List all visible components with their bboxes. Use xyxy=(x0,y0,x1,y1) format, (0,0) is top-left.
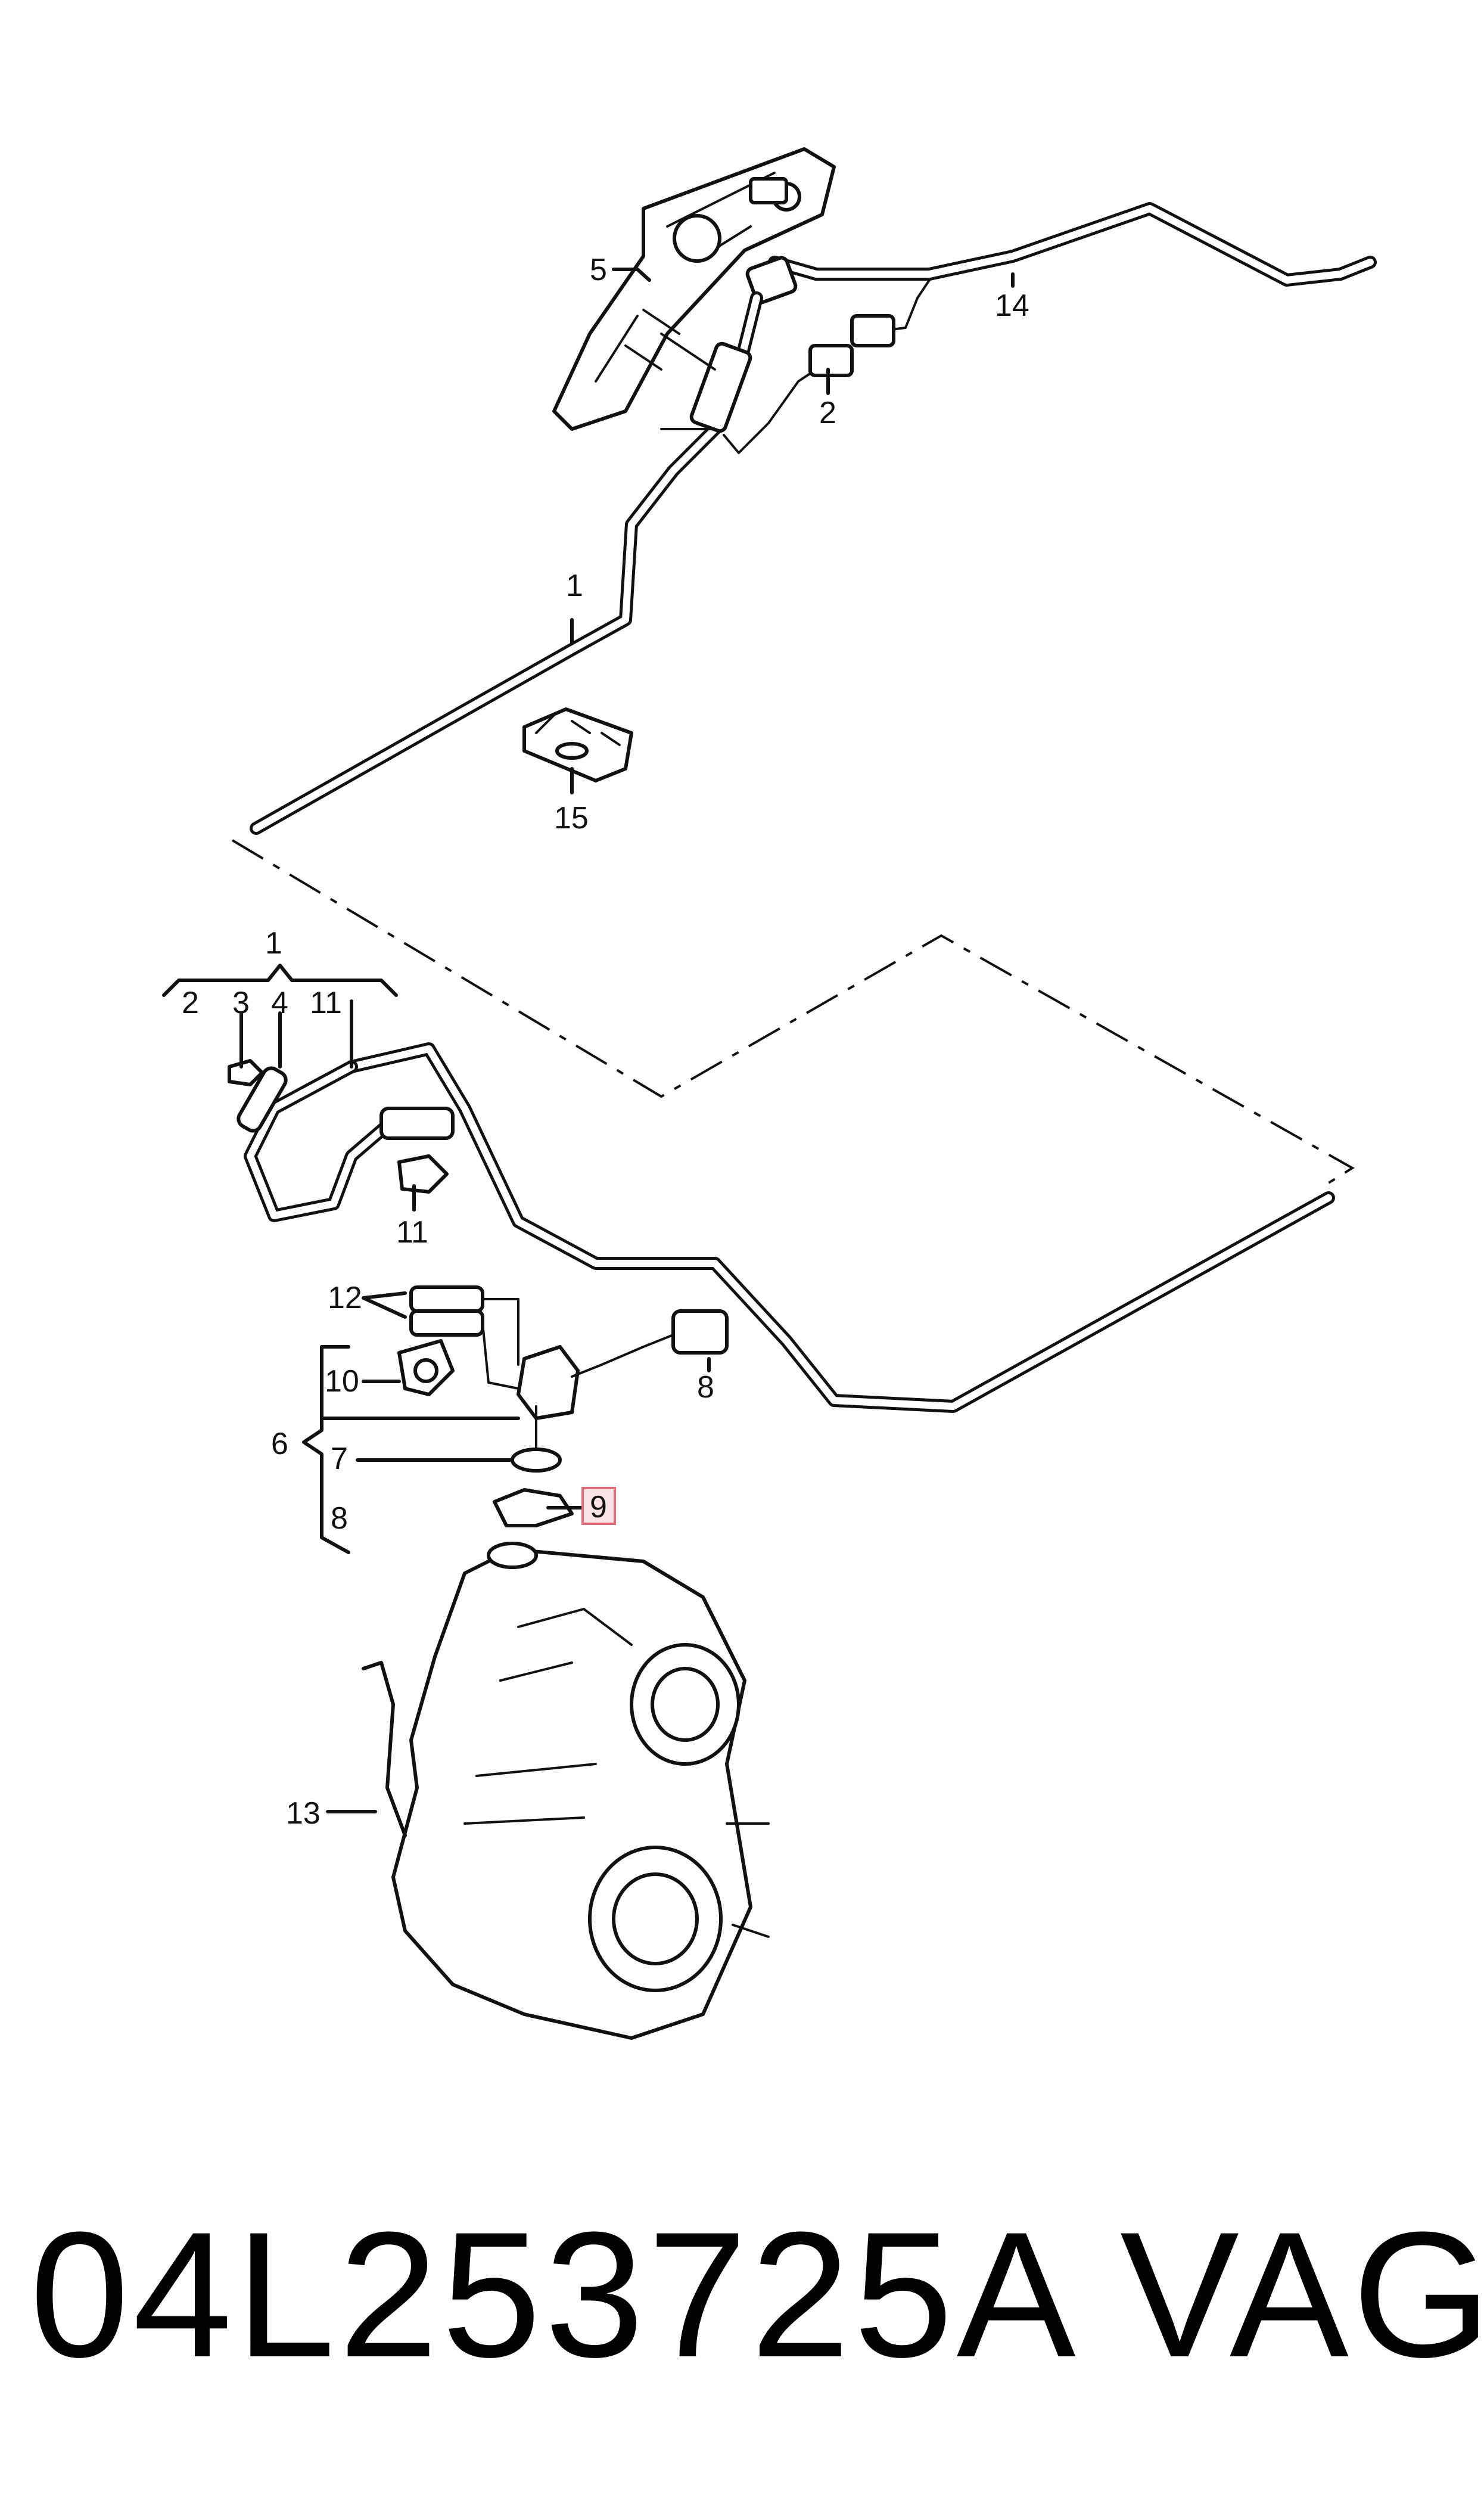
clip-11 xyxy=(397,1154,449,1194)
part-number-footer: 04L253725A VAG xyxy=(30,2194,1484,2443)
callout-6: 6 xyxy=(271,1427,288,1461)
callout-15: 15 xyxy=(554,801,589,835)
callout-14: 14 xyxy=(995,288,1029,323)
clip-15 xyxy=(522,707,633,782)
callout-8: 8 xyxy=(697,1370,714,1405)
sensor-hose-top xyxy=(250,202,1377,835)
callout-7: 7 xyxy=(331,1442,348,1476)
clamp-10 xyxy=(397,1339,455,1396)
hose-assembly-lower xyxy=(244,1042,1335,1413)
part-number: 04L253725A xyxy=(30,2194,1079,2394)
callout-9: 9 xyxy=(590,1490,607,1524)
small-parts-3-4 xyxy=(228,1059,288,1133)
leaders-top xyxy=(570,268,1015,794)
accelerator-pedal xyxy=(552,147,836,431)
callout-11-group: 11 xyxy=(310,986,342,1020)
callout-4: 4 xyxy=(271,986,288,1020)
seal-7 xyxy=(511,1448,562,1473)
clamp-9 xyxy=(493,1488,574,1527)
callout-1-group: 1 xyxy=(265,926,282,961)
callout-10: 10 xyxy=(325,1364,359,1399)
callout-1-top: 1 xyxy=(566,569,583,603)
callout-11: 11 xyxy=(396,1215,428,1250)
sensor-6 xyxy=(517,1309,729,1449)
dashed-frame xyxy=(231,839,1355,1184)
wiring-top xyxy=(660,279,931,454)
callout-3: 3 xyxy=(232,986,250,1020)
callout-13: 13 xyxy=(286,1796,321,1831)
connector-12 xyxy=(409,1285,519,1390)
callout-2-top: 2 xyxy=(819,396,836,430)
callout-2-group: 2 xyxy=(182,986,199,1020)
dpf-filter-13 xyxy=(362,1542,770,2040)
brand-name: VAG xyxy=(1120,2194,1484,2394)
callout-9-highlight-box xyxy=(581,1487,616,1525)
leaders-lower xyxy=(162,964,711,1813)
callout-5: 5 xyxy=(590,253,607,287)
callout-8-group: 8 xyxy=(331,1501,348,1536)
callout-12: 12 xyxy=(328,1281,362,1315)
